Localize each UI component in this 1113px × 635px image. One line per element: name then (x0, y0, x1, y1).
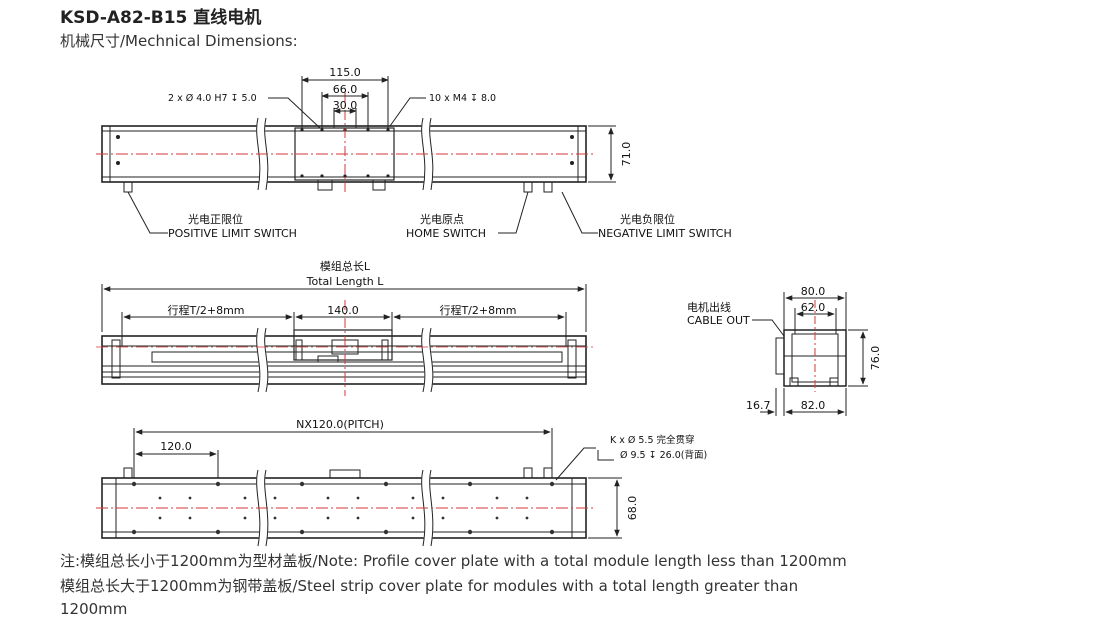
negative-switch-en: NEGATIVE LIMIT SWITCH (598, 227, 732, 240)
total-length-en: Total Length L (306, 275, 385, 288)
k-holes-counterbore: Ø 9.5 ↧ 26.0(背面) (620, 449, 707, 461)
end-view-labels: 电机出线 CABLE OUT 80.0 62.0 76.0 16.7 82.0 (687, 285, 882, 412)
total-length-cn: 模组总长L (320, 259, 371, 273)
side-carriage (293, 329, 393, 361)
cable-out-en: CABLE OUT (687, 314, 750, 327)
positive-switch-en: POSITIVE LIMIT SWITCH (168, 227, 297, 240)
dim-66: 66.0 (333, 83, 358, 96)
dim-62: 62.0 (801, 301, 826, 314)
k-holes-through: K x Ø 5.5 完全贯穿 (610, 434, 695, 446)
top-view-labels: 115.0 66.0 30.0 2 x Ø 4.0 H7 ↧ 5.0 10 x … (168, 66, 732, 240)
top-view (96, 76, 616, 234)
carriage-140: 140.0 (327, 304, 359, 317)
note-line-1: 注:模组总长小于1200mm为型材盖板/Note: Profile cover … (60, 552, 847, 570)
side-view-labels: 模组总长L Total Length L 行程T/2+8mm 140.0 行程T… (167, 259, 516, 317)
hole-spec-right: 10 x M4 ↧ 8.0 (429, 93, 496, 104)
hole-spec-left: 2 x Ø 4.0 H7 ↧ 5.0 (168, 93, 257, 104)
dim-120: 120.0 (160, 440, 192, 453)
bottom-view-labels: NX120.0(PITCH) 120.0 K x Ø 5.5 完全贯穿 Ø 9.… (160, 418, 707, 520)
side-view (96, 284, 594, 396)
top-break-marks (256, 116, 434, 191)
dim-16-7: 16.7 (746, 399, 771, 412)
dim-80: 80.0 (801, 285, 826, 298)
top-break-lines (256, 117, 434, 191)
page-subtitle: 机械尺寸/Mechnical Dimensions: (60, 32, 298, 50)
positive-switch-cn: 光电正限位 (188, 212, 243, 226)
dim-115: 115.0 (329, 66, 361, 79)
dim-30: 30.0 (333, 99, 358, 112)
dim-71: 71.0 (620, 142, 633, 167)
stroke-left-label: 行程T/2+8mm (167, 304, 244, 317)
dim-82: 82.0 (801, 399, 826, 412)
end-view (752, 292, 868, 416)
pitch-label: NX120.0(PITCH) (296, 418, 384, 431)
negative-switch-cn: 光电负限位 (620, 212, 675, 226)
side-view-body (101, 335, 587, 385)
home-switch-en: HOME SWITCH (406, 227, 486, 240)
stroke-right-label: 行程T/2+8mm (439, 304, 516, 317)
dim-76: 76.0 (869, 346, 882, 371)
home-switch-cn: 光电原点 (420, 212, 464, 226)
cable-out-cn: 电机出线 (687, 300, 731, 314)
dim-68: 68.0 (626, 496, 639, 521)
page-title: KSD-A82-B15 直线电机 (60, 8, 262, 28)
bottom-holes (131, 481, 555, 535)
note-line-3: 1200mm (60, 600, 128, 618)
note-line-2: 模组总长大于1200mm为钢带盖板/Steel strip cover plat… (60, 577, 799, 595)
